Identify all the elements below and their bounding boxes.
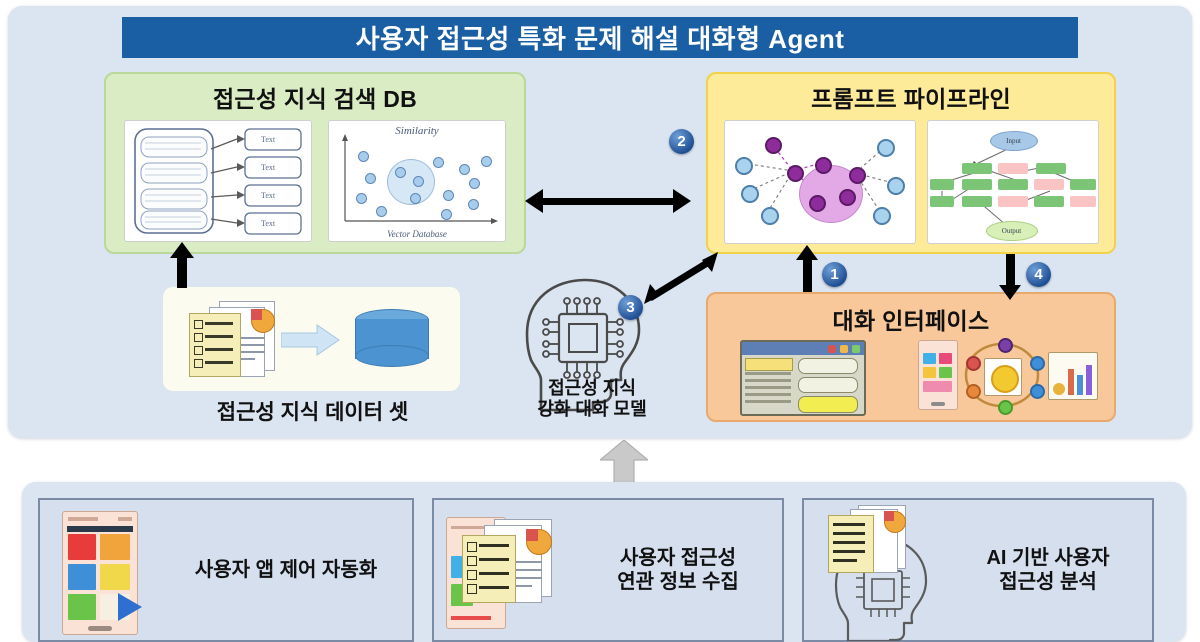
accessibility-info-collection-icon [434,505,574,635]
knowledge-db-title: 접근성 지식 검색 DB [212,86,418,112]
module-chat-interface: 대화 인터페이스 [706,292,1116,422]
dataset-icon-card [163,287,460,391]
scatter-point [441,209,452,220]
flow-output-node: Output [985,221,1038,241]
flow-node [961,163,992,174]
model-label-line2: 강화 대화 모델 [537,398,647,419]
module-knowledge-search-db: 접근성 지식 검색 DB [104,72,526,254]
flow-input-node: Input [989,131,1038,151]
scatter-point [395,167,406,178]
step-badge-1: 1 [822,262,847,287]
step-badge-4: 4 [1026,262,1051,287]
app-item-3: AI 기반 사용자 접근성 분석 [802,498,1154,642]
scatter-point [469,178,480,189]
chat-window-icon [740,340,866,416]
step-badge-3: 3 [618,295,643,320]
graph-node [814,157,832,174]
flow-node [929,196,954,207]
scatter-point [410,193,421,204]
scatter-point [356,193,367,204]
chat-interface-title: 대화 인터페이스 [832,308,990,334]
scatter-point [413,176,424,187]
model-label-line1: 접근성 지식 [548,378,636,398]
scatter-point [365,173,376,184]
multi-device-app-icon [918,338,1098,415]
scatter-xlabel: Vector Database [387,229,447,239]
arrow-bottom-to-top [600,440,648,484]
app-item-1: 사용자 앱 제어 자동화 [38,498,414,642]
graph-node [886,177,905,195]
scatter-point [481,156,492,167]
arrow-db-to-pipeline [525,189,691,213]
app-item-3-label: AI 기반 사용자 접근성 분석 [944,546,1152,594]
arrow-pipeline-to-interface [999,254,1021,300]
scatter-point [443,190,454,201]
graph-node [734,157,753,175]
diagram-title-bar: 사용자 접근성 특화 문제 해설 대화형 Agent [122,17,1078,58]
flow-node [997,163,1028,174]
scatter-point [459,164,470,175]
ai-brain-chip-icon [497,268,687,428]
arrow-dataset-to-db [170,242,194,288]
chunk-label: Text [261,191,276,200]
arrow-model-to-pipeline [644,252,718,304]
app-item-3-label-line2: 접근성 분석 [999,571,1097,593]
dataset-label: 접근성 지식 데이터 셋 [216,401,409,424]
flow-node [1069,179,1096,190]
scatter-point [358,151,369,162]
flow-node [1035,163,1066,174]
document-chunking-diagram: Text Text Text Text [124,120,312,242]
flow-node [929,179,954,190]
model-label: 접근성 지식 강화 대화 모델 [487,378,697,419]
app-item-2-label-line2: 연관 정보 수집 [617,571,739,593]
app-item-2-label: 사용자 접근성 연관 정보 수집 [574,546,782,594]
graph-node [740,185,759,203]
vector-similarity-scatter: Similarity Vector Database [328,120,506,242]
flow-node [1033,196,1064,207]
step-badge-2: 2 [669,129,694,154]
app-item-2: 사용자 접근성 연관 정보 수집 [432,498,784,642]
flow-node [997,179,1028,190]
graph-node [760,207,779,225]
module-prompt-pipeline: 프롬프트 파이프라인 [706,72,1116,254]
app-item-3-label-line1: AI 기반 사용자 [986,547,1110,569]
scatter-point [468,199,479,210]
flow-node [997,196,1028,207]
flow-node [961,179,992,190]
graph-node [848,167,866,184]
graph-node [838,189,856,206]
flow-node [961,196,992,207]
scatter-title: Similarity [395,125,439,137]
app-item-1-label-line1: 사용자 앱 제어 자동화 [194,559,378,581]
graph-node [876,139,895,157]
flow-node [1033,179,1064,190]
ai-accessibility-analysis-icon [804,503,944,641]
knowledge-graph-diagram [723,120,916,244]
graph-node [872,207,891,225]
app-item-2-label-line1: 사용자 접근성 [620,547,736,569]
prompt-pipeline-title: 프롬프트 파이프라인 [811,86,1011,112]
page-title: 사용자 접근성 특화 문제 해설 대화형 Agent [355,24,845,54]
chunk-label: Text [261,219,276,228]
graph-node [808,195,826,212]
scatter-point [376,206,387,217]
scatter-point [433,157,444,168]
chunk-label: Text [261,135,276,144]
flow-node [1069,196,1096,207]
arrow-interface-to-pipeline [796,245,818,292]
chunk-label: Text [261,163,276,172]
phone-app-automation-icon [40,505,160,635]
graph-node [764,137,782,154]
app-item-1-label: 사용자 앱 제어 자동화 [160,558,412,582]
graph-node [786,165,804,182]
prompt-flow-diagram: Input Output [926,120,1099,244]
